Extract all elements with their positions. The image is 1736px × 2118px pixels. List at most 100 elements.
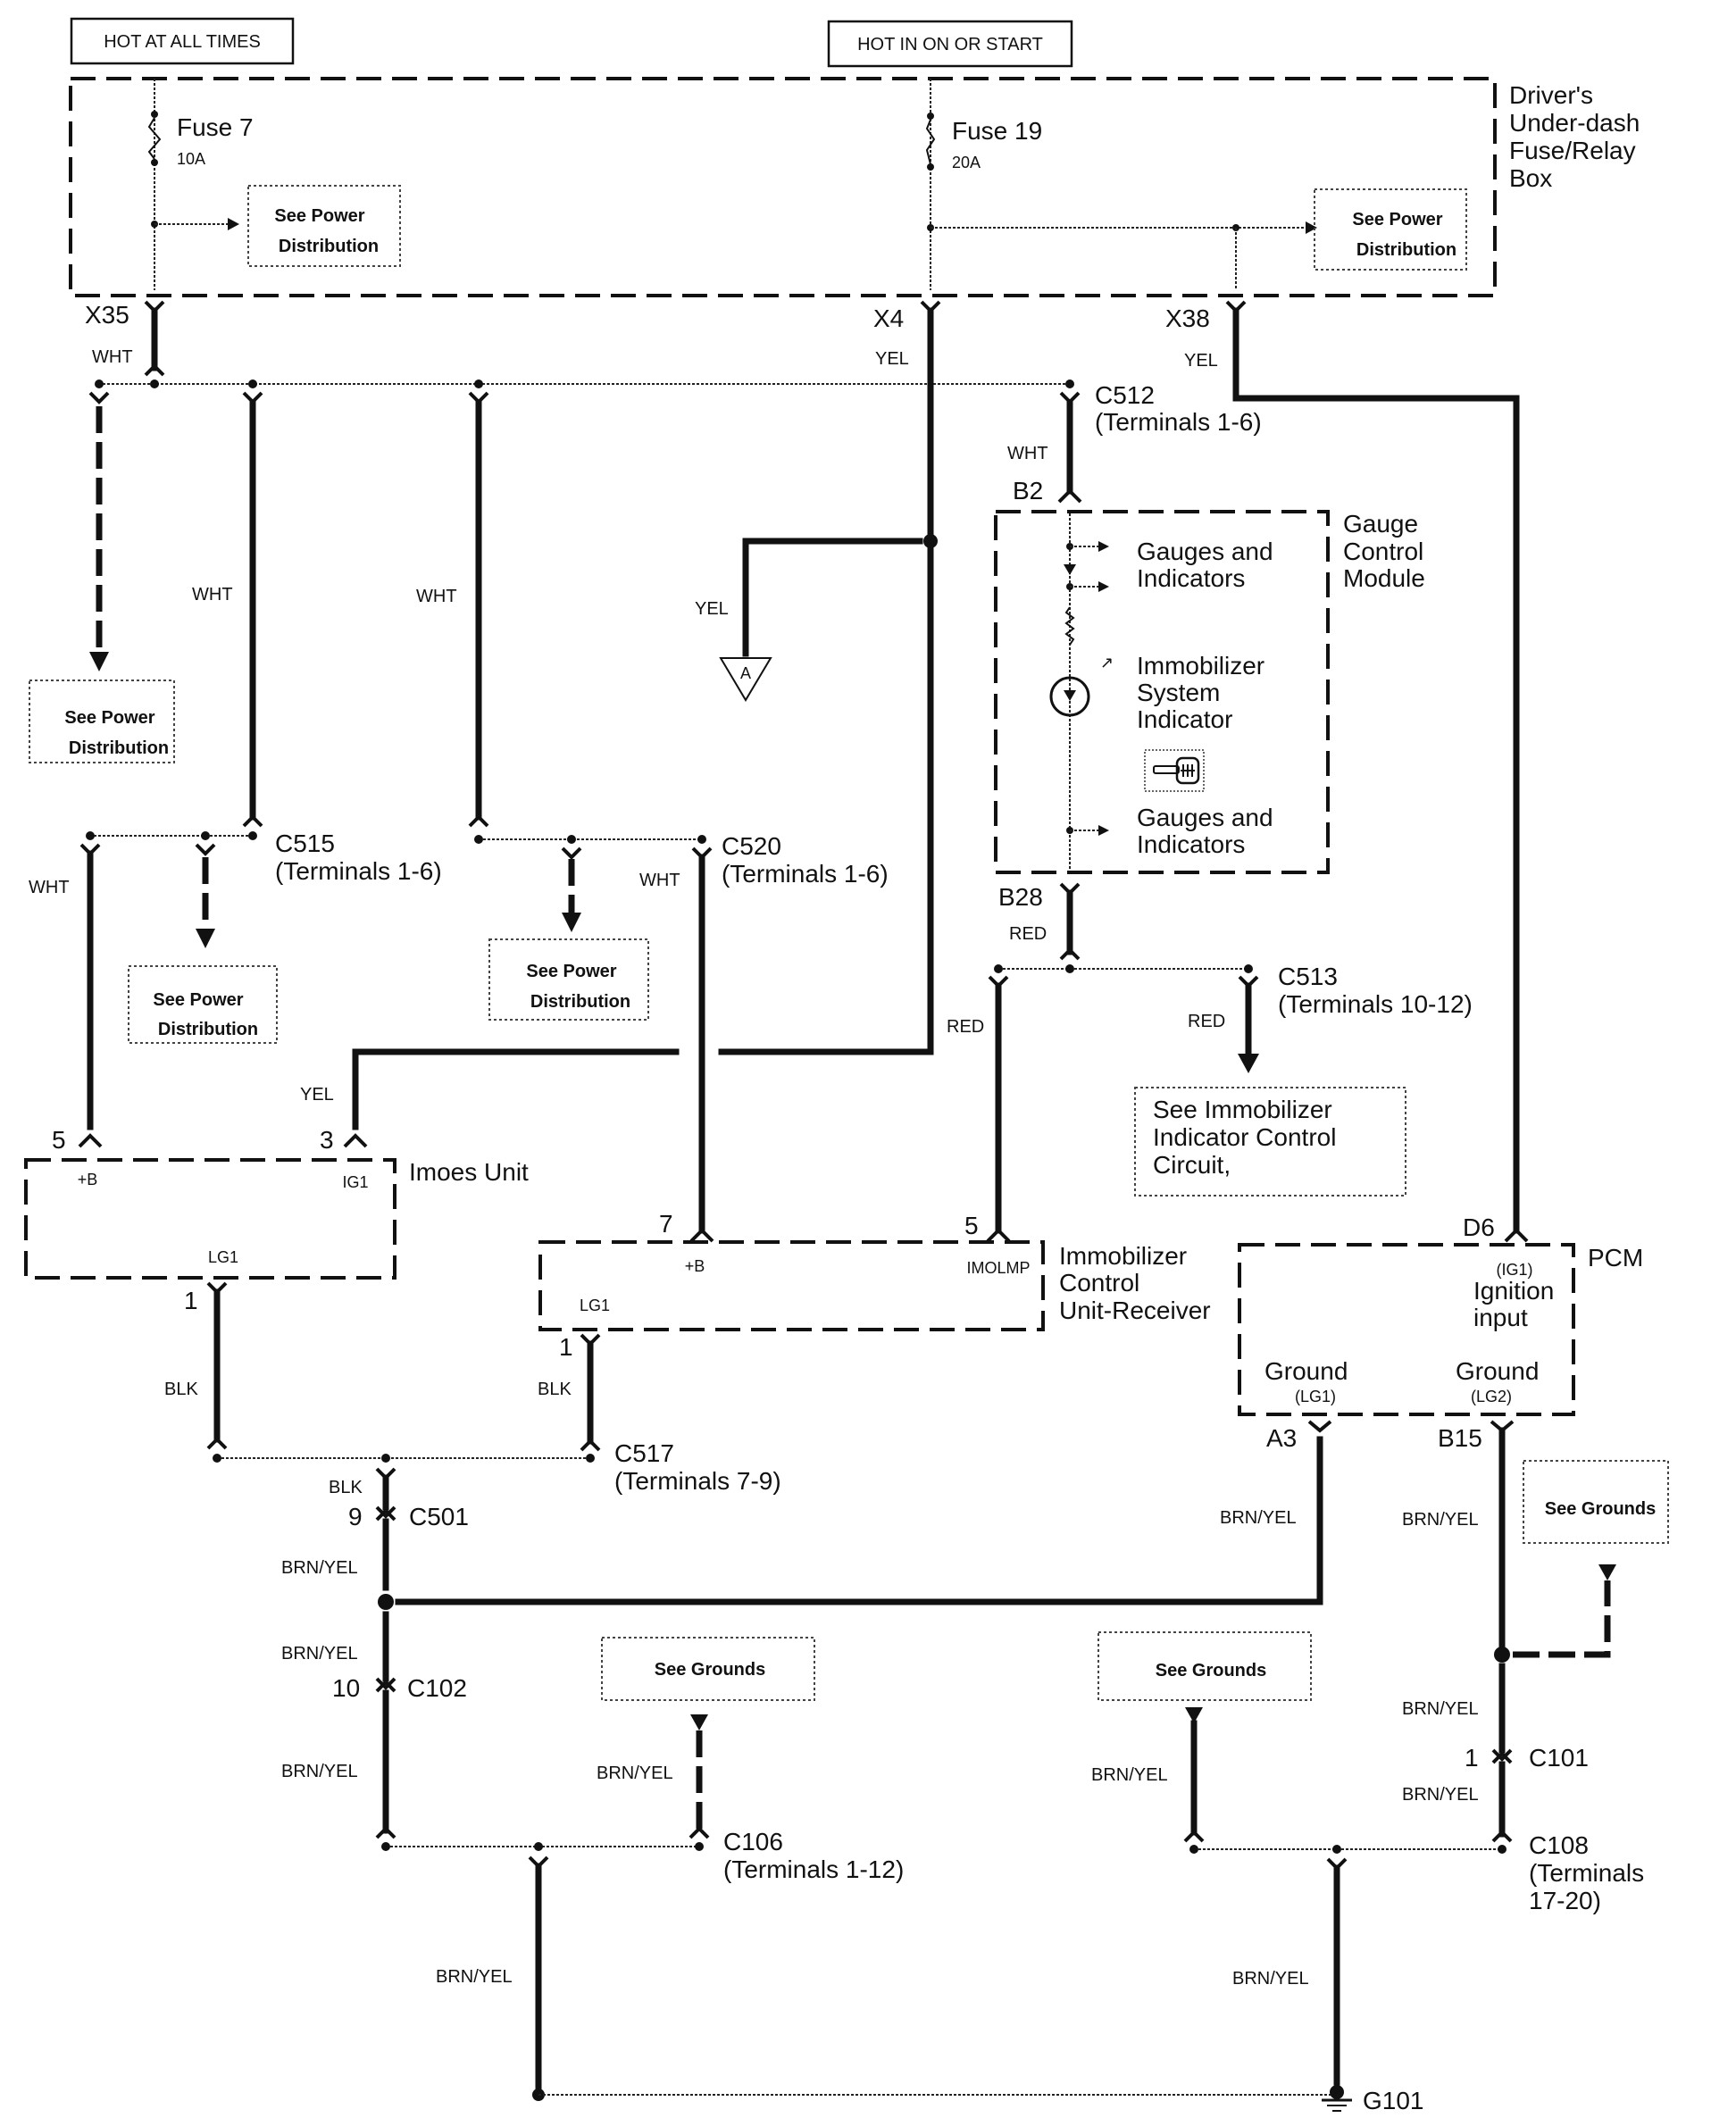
fuse-relay-box: Driver's Under-dash Fuse/Relay Box Fuse … (69, 77, 1640, 297)
svg-text:See Grounds: See Grounds (1156, 1661, 1266, 1680)
terminal-x38: X38 (1165, 304, 1210, 332)
see-grounds-ref-1[interactable]: See Grounds (601, 1637, 815, 1701)
svg-text:A: A (740, 664, 751, 682)
wire-color-label: BRN/YEL (1402, 1510, 1479, 1530)
connector-c512: C512 (Terminals 1-6) (1095, 381, 1262, 436)
pcm-pin-a3: A3 (1266, 1424, 1297, 1452)
see-power-distribution-ref-4[interactable]: See Power Distribution (128, 965, 278, 1044)
wire-color-label: BRN/YEL (597, 1764, 673, 1783)
svg-text:C101: C101 (1529, 1744, 1589, 1772)
wire-color-label: BRN/YEL (1402, 1785, 1479, 1805)
see-power-distribution-ref-5[interactable]: See Power Distribution (488, 938, 649, 1021)
pcm: D6 PCM (IG1) Ignition input Ground (LG1)… (1238, 1213, 1643, 1452)
see-power-distribution-ref-3[interactable]: See Power Distribution (29, 680, 175, 763)
svg-text:See Power: See Power (526, 962, 616, 981)
inline-connector-icon (375, 1677, 396, 1693)
pcm-pin-d6: D6 (1463, 1213, 1495, 1241)
svg-text:(Terminals 1-6): (Terminals 1-6) (722, 860, 889, 888)
svg-text:Circuit,: Circuit, (1153, 1151, 1231, 1179)
inline-connector-icon (375, 1505, 396, 1522)
fuse-box-outline (69, 77, 1497, 297)
fuse19-name: Fuse 19 (952, 117, 1042, 145)
see-immobilizer-indicator-ref[interactable]: See Immobilizer Indicator Control Circui… (1134, 1087, 1406, 1197)
svg-text:(Terminals 1-6): (Terminals 1-6) (275, 857, 442, 885)
gauges-label-2b: Indicators (1137, 830, 1245, 858)
connector-c520: C520 (Terminals 1-6) (722, 832, 889, 888)
svg-text:C102: C102 (407, 1674, 467, 1702)
svg-text:Distribution: Distribution (158, 1020, 258, 1039)
svg-text:C108: C108 (1529, 1831, 1589, 1859)
offpage-connector-a-icon[interactable]: A (719, 657, 772, 702)
svg-text:Distribution: Distribution (530, 992, 630, 1012)
svg-text:C501: C501 (409, 1503, 469, 1530)
imoes-outline (24, 1158, 396, 1280)
connector-c517: C517 (Terminals 7-9) (614, 1439, 781, 1495)
connector-c108: C108 (Terminals 17-20) (1529, 1831, 1644, 1914)
splice-point (378, 1594, 394, 1610)
see-power-distribution-ref-2[interactable]: See Power Distribution (1314, 188, 1467, 271)
fuse7-symbol-icon (147, 117, 162, 160)
svg-text:1: 1 (1465, 1744, 1479, 1772)
ground-symbol-icon (1322, 2085, 1352, 2112)
wire-color-label: BLK (329, 1478, 363, 1497)
wire-color-label: YEL (300, 1085, 334, 1105)
arrow-down-icon (1598, 1564, 1616, 1580)
svg-text:See Grounds: See Grounds (655, 1660, 765, 1680)
ground-g101-label: G101 (1363, 2087, 1424, 2114)
svg-text:17-20): 17-20) (1529, 1887, 1601, 1914)
svg-text:(Terminals: (Terminals (1529, 1859, 1644, 1887)
gauges-label-1a: Gauges and (1137, 538, 1273, 565)
immobilizer-control-unit-receiver: 7 5 Immobilizer Control Unit-Receiver +B… (538, 1210, 1211, 1361)
imoes-term-b: +B (78, 1171, 98, 1188)
wire-color-label: RED (947, 1017, 984, 1037)
wire-color-label: YEL (695, 599, 729, 619)
wire-color-label: BLK (538, 1380, 572, 1399)
arrow-right-icon (1306, 221, 1317, 234)
fuse7-name: Fuse 7 (177, 113, 254, 141)
see-grounds-ref-2[interactable]: See Grounds (1098, 1631, 1312, 1701)
svg-text:See Power: See Power (274, 206, 364, 226)
imoes-name: Imoes Unit (409, 1158, 529, 1186)
wire-color-label: WHT (416, 587, 457, 606)
see-power-distribution-ref-1[interactable]: See Power Distribution (247, 185, 401, 267)
svg-text:Distribution: Distribution (1356, 240, 1456, 260)
hot-at-all-times-text: HOT AT ALL TIMES (104, 32, 261, 52)
svg-text:10: 10 (332, 1674, 360, 1702)
svg-text:C517: C517 (614, 1439, 674, 1467)
wire-color-label: YEL (1184, 351, 1218, 371)
arrow-right-icon (228, 218, 239, 230)
svg-text:See Immobilizer: See Immobilizer (1153, 1096, 1332, 1123)
see-grounds-ref-3[interactable]: See Grounds (1523, 1460, 1669, 1544)
pcm-pin-b15: B15 (1438, 1424, 1482, 1452)
pcm-ignition: Ignition (1473, 1277, 1554, 1305)
arrow-down-icon (196, 929, 215, 948)
wire-yel-to-imoes-ig1 (352, 1048, 680, 1130)
connector-c102: 10 C102 (332, 1674, 467, 1702)
wire-color-label: BRN/YEL (436, 1967, 513, 1987)
svg-text:C515: C515 (275, 830, 335, 857)
imoes-pin-3: 3 (320, 1126, 334, 1154)
icu-outline (538, 1240, 1045, 1331)
svg-text:Indicator Control: Indicator Control (1153, 1123, 1336, 1151)
svg-text:See Grounds: See Grounds (1545, 1499, 1656, 1519)
arrow-down-icon (89, 652, 109, 671)
indicator-label-2: System (1137, 679, 1220, 706)
svg-text:Distribution: Distribution (69, 738, 169, 758)
pcm-ig1: (IG1) (1496, 1261, 1532, 1279)
svg-text:See Power: See Power (64, 708, 154, 728)
gauge-pin-b28: B28 (998, 883, 1043, 911)
icu-term-lg1: LG1 (580, 1297, 610, 1314)
arrow-right-icon (1098, 581, 1109, 592)
icu-pin-5: 5 (964, 1212, 979, 1239)
splice-point (1494, 1647, 1510, 1663)
gauge-module-name-2: Control (1343, 538, 1423, 565)
gauges-label-2a: Gauges and (1137, 804, 1273, 831)
gauges-label-1b: Indicators (1137, 564, 1245, 592)
pcm-lg2: (LG2) (1471, 1388, 1512, 1405)
gauge-module-name-3: Module (1343, 564, 1425, 592)
arrow-right-icon (1098, 825, 1109, 836)
gauge-module-name-1: Gauge (1343, 510, 1418, 538)
pcm-lg1: (LG1) (1295, 1388, 1336, 1405)
wire-color-label: BRN/YEL (1220, 1508, 1297, 1528)
